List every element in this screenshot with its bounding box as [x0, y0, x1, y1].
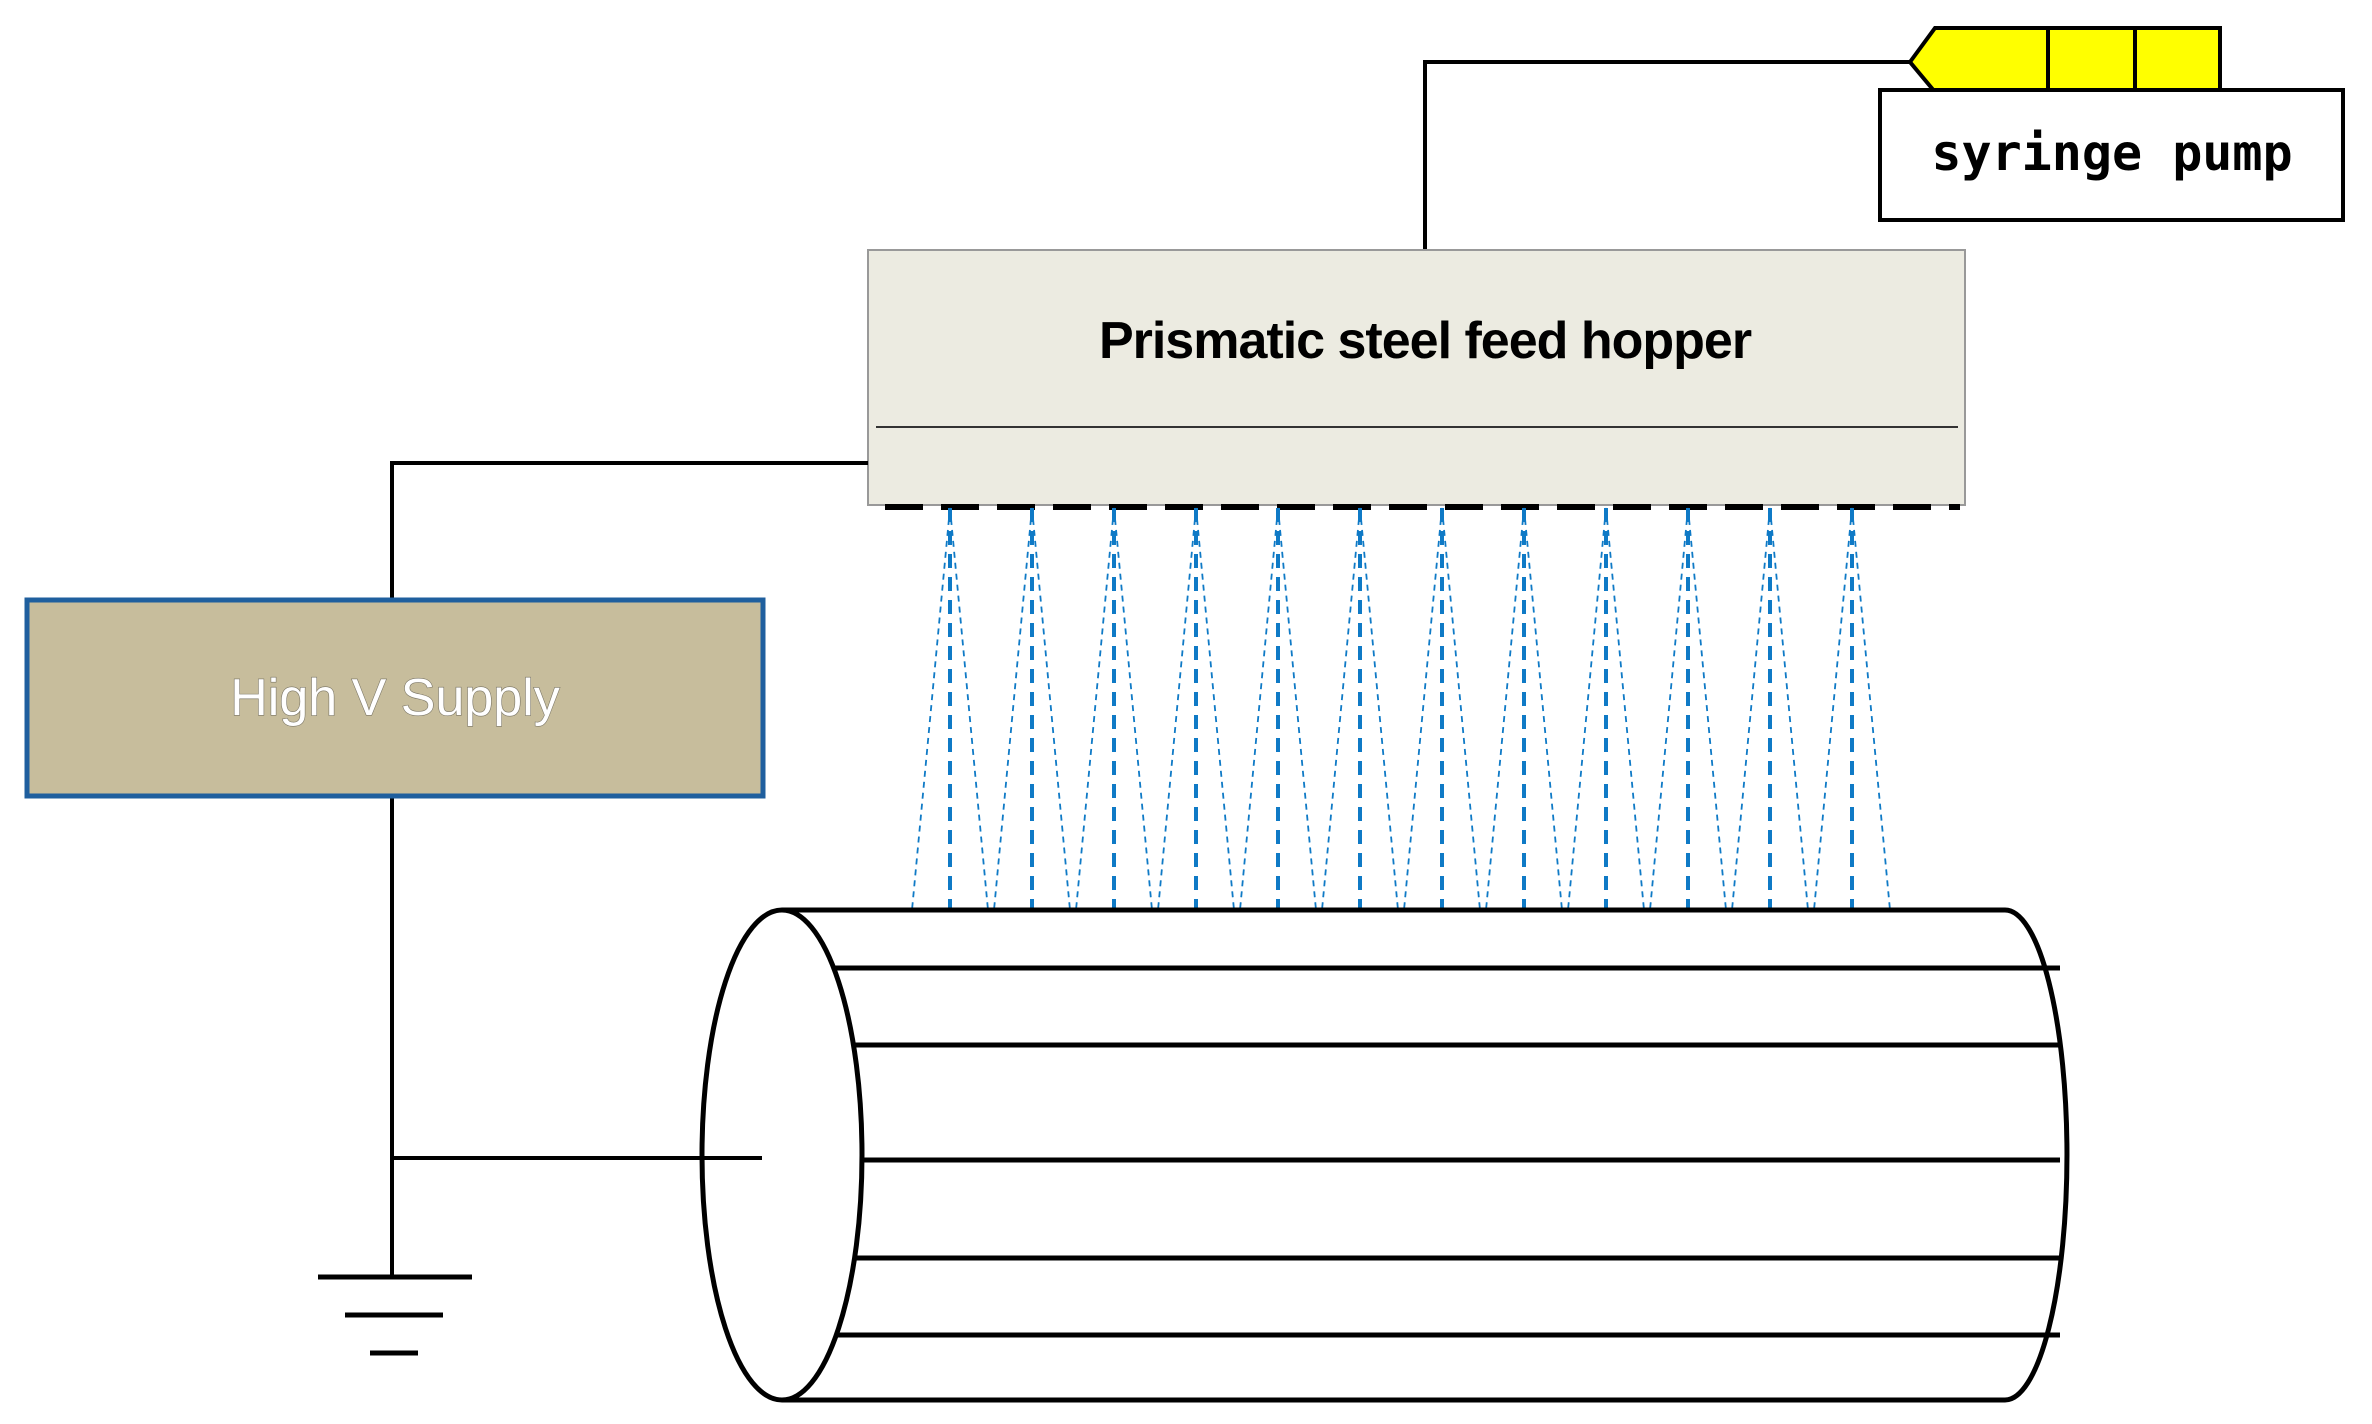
spray-line — [1769, 507, 1809, 911]
spray-jet — [1567, 507, 1645, 920]
spray-line — [1813, 507, 1853, 911]
spray-line — [1441, 507, 1481, 911]
spray-line — [1277, 507, 1317, 911]
hopper-label: Prismatic steel feed hopper — [1099, 312, 1752, 370]
spray-line — [1113, 507, 1153, 911]
spray-line — [1157, 507, 1197, 911]
drum-stripes — [800, 965, 2060, 1338]
spray-jets — [911, 507, 1891, 920]
drum-collector — [699, 907, 2070, 1403]
spray-jet — [993, 507, 1071, 920]
spray-line — [911, 507, 951, 911]
spray-line — [1359, 507, 1399, 911]
spray-jet — [1075, 507, 1153, 920]
drum-end-face — [699, 907, 865, 1403]
ground-icon — [318, 1274, 472, 1356]
spray-jet — [1485, 507, 1563, 920]
syringe-pump-box — [1878, 88, 2345, 222]
spray-jet — [1813, 507, 1891, 920]
spray-line — [1567, 507, 1607, 911]
syringe-body — [1907, 26, 2222, 94]
spray-line — [1239, 507, 1279, 911]
feed-hopper — [867, 249, 1966, 506]
spray-line — [1523, 507, 1563, 911]
high-v-supply-label: High V Supply — [230, 669, 560, 727]
spray-line — [1687, 507, 1727, 911]
spray-line — [1731, 507, 1771, 911]
spray-jet — [1649, 507, 1727, 920]
spray-line — [1485, 507, 1525, 911]
spray-line — [993, 507, 1033, 911]
feed-line — [1423, 60, 1910, 250]
spray-line — [949, 507, 989, 911]
syringe-pump-label: syringe pump — [1931, 124, 2292, 182]
spray-line — [1403, 507, 1443, 911]
spray-line — [1605, 507, 1645, 911]
spray-jet — [1239, 507, 1317, 920]
spray-line — [1031, 507, 1071, 911]
spray-jet — [1321, 507, 1399, 920]
syringe-icon — [1907, 26, 2222, 94]
spray-line — [1321, 507, 1361, 911]
spray-line — [1075, 507, 1115, 911]
spray-jet — [911, 507, 989, 920]
spray-jet — [1157, 507, 1235, 920]
spray-jet — [1731, 507, 1809, 920]
drum-body — [782, 907, 2070, 1403]
spray-line — [1649, 507, 1689, 911]
spray-line — [1195, 507, 1235, 911]
supply-to-hopper-wire — [390, 461, 868, 600]
spray-jet — [1403, 507, 1481, 920]
high-v-supply-box — [24, 597, 766, 799]
spray-line — [1851, 507, 1891, 911]
